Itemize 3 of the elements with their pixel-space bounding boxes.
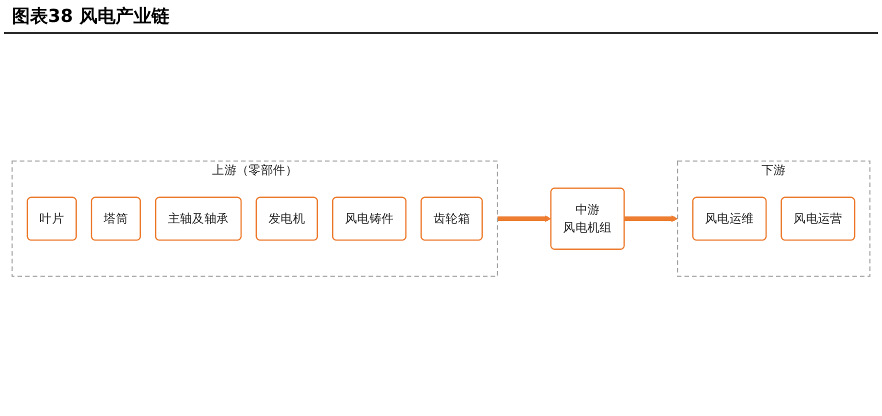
figure-title: 图表38 风电产业链 <box>4 0 878 34</box>
arrow <box>497 216 552 222</box>
arrow <box>624 216 678 222</box>
